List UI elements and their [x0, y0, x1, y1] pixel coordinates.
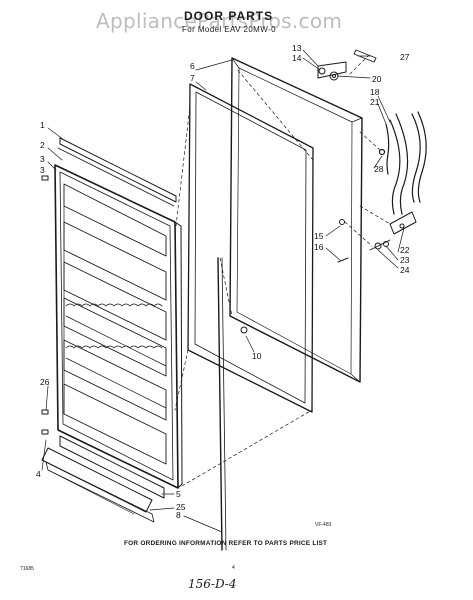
callout-21: 21 — [370, 97, 380, 107]
bottom-trim-strip — [41, 435, 165, 523]
callout-5: 5 — [176, 489, 181, 499]
site-watermark: AppliancePartsPros.com — [96, 9, 343, 33]
callout-25: 25 — [176, 502, 186, 512]
callout-1: 1 — [40, 120, 45, 130]
hinge-axis-lines — [174, 55, 391, 487]
egg-rack-detail — [65, 303, 167, 409]
callout-13: 13 — [292, 43, 302, 53]
top-hinge — [317, 49, 377, 81]
diagram-title: DOOR PARTS — [184, 9, 274, 23]
callout-26: 26 — [40, 377, 50, 387]
gasket-strip — [217, 257, 227, 551]
callout-3: 3 — [40, 154, 45, 164]
inner-door-liner — [54, 164, 183, 489]
callout-4: 4 — [36, 469, 41, 479]
callout-22: 22 — [400, 245, 410, 255]
outer-door-panel — [229, 57, 363, 383]
callout-10: 10 — [252, 351, 262, 361]
callout-8: 8 — [176, 510, 181, 520]
door-handle — [378, 111, 427, 215]
figure-ref-code: VF-483 — [315, 522, 332, 528]
lower-hinge — [369, 211, 417, 251]
document-number: 71685 — [20, 566, 34, 572]
door-gasket — [187, 83, 314, 413]
handwritten-note: 156-D-4 — [188, 577, 237, 591]
model-subtitle: For Model EAV 20MW-0 — [182, 25, 276, 34]
callout-27: 27 — [400, 52, 410, 62]
callout-15: 15 — [314, 231, 324, 241]
callout-28: 28 — [374, 164, 384, 174]
callout-18: 18 — [370, 87, 380, 97]
callout-7: 7 — [190, 73, 195, 83]
callout-14: 14 — [292, 53, 302, 63]
callout-6: 6 — [190, 61, 195, 71]
top-trim-strip — [57, 137, 177, 207]
page-mark: 4 — [232, 565, 235, 571]
callout-23: 23 — [400, 255, 410, 265]
callout-2: 2 — [40, 140, 45, 150]
leader-lines — [41, 49, 405, 533]
callout-24: 24 — [400, 265, 410, 275]
callout-20: 20 — [372, 74, 382, 84]
fasteners — [41, 175, 349, 435]
callout-16: 16 — [314, 242, 324, 252]
ordering-note: FOR ORDERING INFORMATION REFER TO PARTS … — [124, 540, 328, 547]
callout-3-second: 3 — [40, 165, 45, 175]
